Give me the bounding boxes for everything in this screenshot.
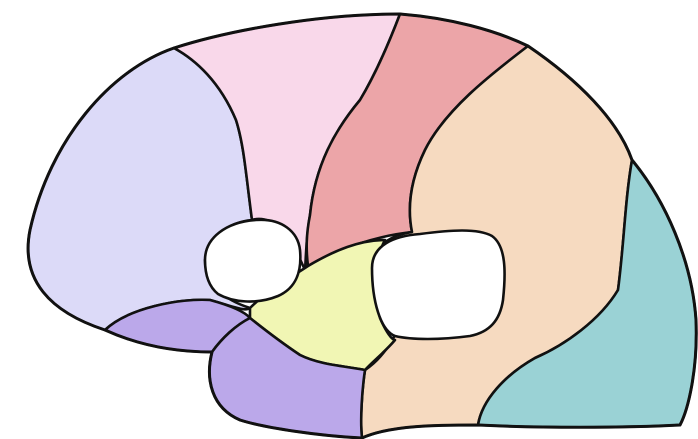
- hole-right: [372, 231, 505, 340]
- hole-left: [205, 220, 300, 302]
